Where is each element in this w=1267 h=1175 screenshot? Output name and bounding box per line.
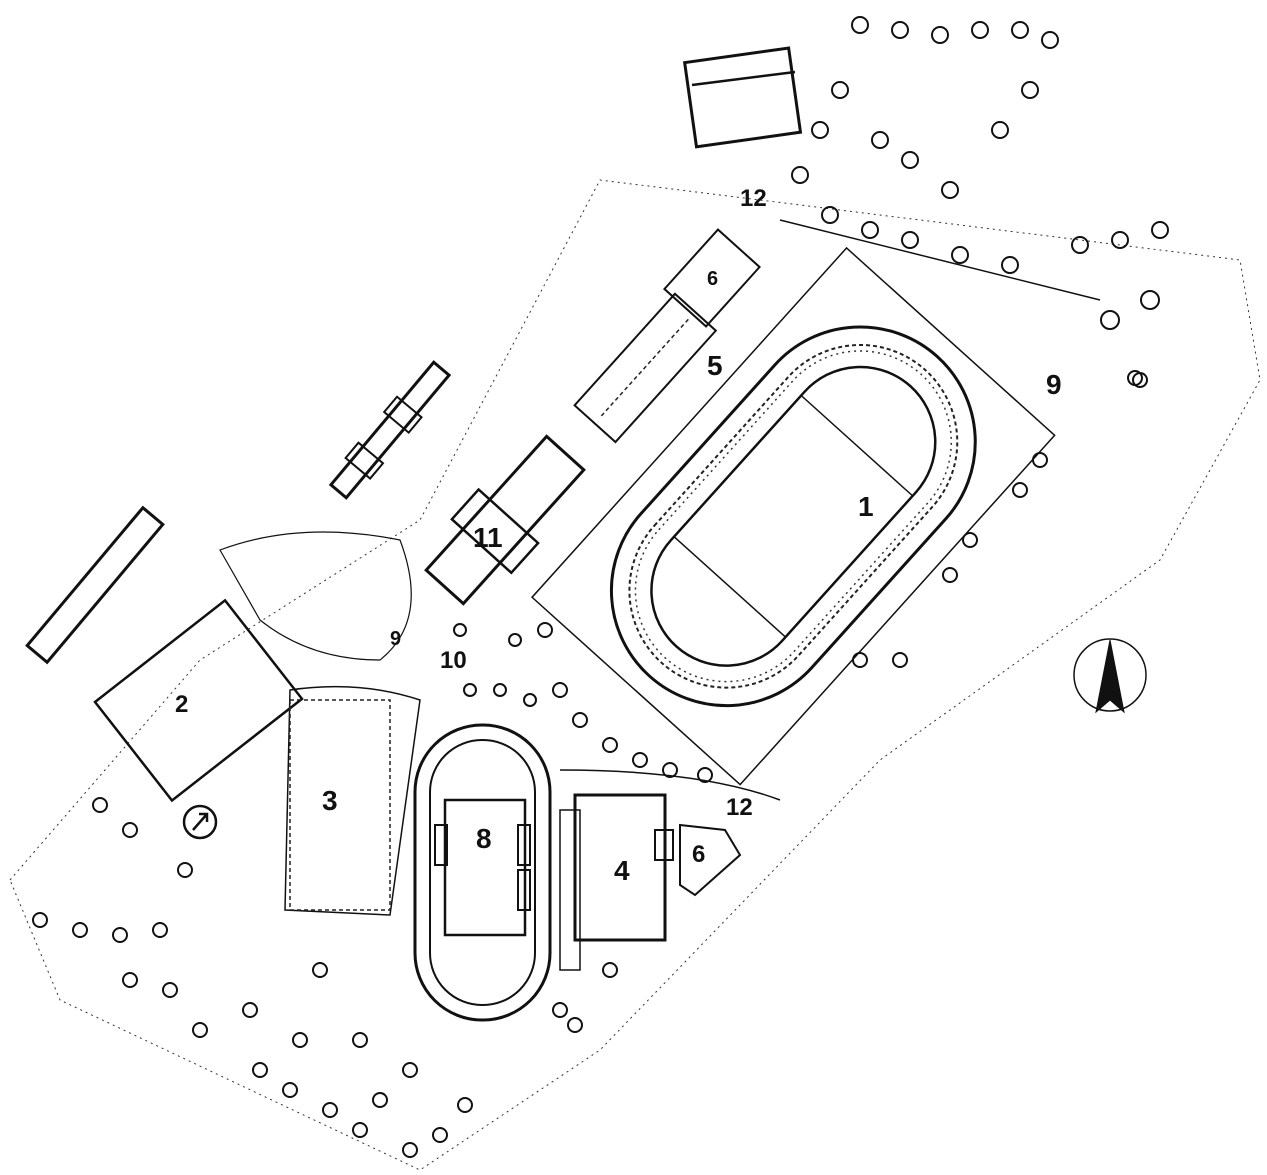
- label-entrance-9-left: 9: [390, 628, 401, 650]
- site-boundary: [9, 179, 1261, 1171]
- plaza-area: [219, 531, 412, 661]
- pavilion-6-top: [663, 228, 761, 328]
- tree-clusters: [32, 16, 1169, 1158]
- label-pavilion-6-bottom: 6: [692, 841, 705, 868]
- stand-5: [573, 292, 718, 444]
- label-entrance-9-right: 9: [1046, 369, 1062, 400]
- label-arena-8: 8: [476, 823, 492, 854]
- label-field-2: 2: [175, 691, 188, 718]
- main-stadium: [531, 246, 1056, 786]
- small-arena-8: [413, 723, 552, 1022]
- building-top-right: [682, 46, 803, 149]
- label-building-11: 11: [473, 522, 503, 553]
- field-3: [284, 685, 421, 916]
- north-road: [779, 219, 1101, 301]
- long-building-middle: [328, 360, 452, 500]
- building-4: [559, 793, 674, 971]
- field-2: [93, 598, 304, 803]
- building-11: [424, 434, 586, 606]
- label-gate-12-bottom: 12: [726, 794, 753, 821]
- label-building-4: 4: [614, 855, 630, 886]
- label-gate-12-top: 12: [740, 185, 767, 212]
- north-arrow-icon: [1073, 638, 1147, 714]
- label-stadium-1: 1: [858, 491, 874, 522]
- long-building-left: [25, 505, 165, 665]
- pavilion-6-bottom: [679, 823, 742, 897]
- label-stand-5: 5: [707, 350, 723, 381]
- label-area-10: 10: [440, 647, 467, 674]
- label-pavilion-6-top: 6: [707, 268, 718, 290]
- arrow-up-right-icon: [182, 804, 218, 840]
- access-road: [559, 769, 781, 801]
- label-field-3: 3: [322, 785, 338, 816]
